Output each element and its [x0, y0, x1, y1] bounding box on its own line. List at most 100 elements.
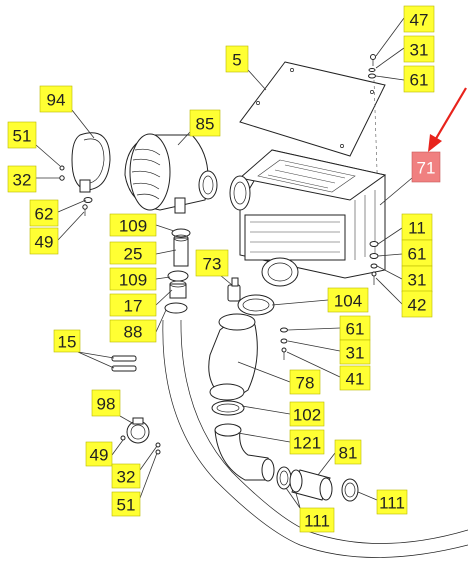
callout-51: 51 — [111, 491, 141, 517]
sensor-part — [227, 277, 241, 302]
callout-label: 62 — [35, 205, 54, 224]
callout-104: 104 — [327, 287, 369, 313]
callout-label: 109 — [119, 217, 147, 236]
lower-elbow-hose-part — [214, 423, 275, 482]
callout-88: 88 — [109, 319, 157, 343]
callout-label: 25 — [124, 245, 143, 264]
callout-61: 61 — [401, 239, 433, 267]
callout-label: 17 — [124, 297, 143, 316]
callout-81: 81 — [334, 439, 362, 465]
callout-label: 31 — [410, 41, 429, 60]
callout-73: 73 — [195, 249, 229, 277]
callout-box — [401, 265, 433, 293]
callout-box — [29, 199, 59, 227]
callout-label: 61 — [408, 245, 427, 264]
tube-stack-part — [164, 228, 191, 314]
callout-label: 49 — [35, 233, 54, 252]
callout-label: 61 — [410, 71, 429, 90]
callout-box — [289, 429, 325, 455]
callout-label: 15 — [58, 333, 77, 352]
callout-box — [403, 5, 435, 33]
highlight-arrow — [428, 87, 467, 152]
callout-31: 31 — [401, 265, 433, 293]
clamp-102-part — [211, 400, 245, 416]
callout-box — [376, 489, 408, 515]
callout-box — [225, 45, 249, 73]
callout-102: 102 — [289, 401, 325, 427]
callout-71-highlighted: 71 — [411, 151, 441, 183]
callout-label: 102 — [293, 406, 321, 425]
long-hose-part — [162, 319, 468, 558]
callout-78: 78 — [289, 369, 321, 395]
callout-label: 61 — [346, 320, 365, 339]
callout-box — [339, 339, 371, 365]
pins-part — [111, 355, 137, 372]
callout-label: 111 — [379, 494, 405, 513]
elbow-duct-part — [208, 313, 258, 401]
housing-outlet-port — [261, 257, 299, 287]
callout-5: 5 — [225, 45, 249, 73]
callout-121: 121 — [289, 429, 325, 455]
callout-label: 88 — [124, 323, 143, 342]
callout-box — [39, 85, 73, 113]
callout-41: 41 — [339, 365, 371, 391]
callout-box — [109, 319, 157, 343]
callout-61: 61 — [403, 65, 435, 93]
callout-box — [339, 315, 371, 341]
callout-42: 42 — [401, 290, 433, 318]
callout-box — [109, 293, 157, 317]
callout-label: 94 — [47, 91, 66, 110]
callout-box — [327, 287, 369, 313]
callout-box — [403, 65, 435, 93]
callout-box — [109, 213, 157, 237]
callout-box — [109, 241, 157, 265]
callout-box — [289, 369, 321, 395]
callout-label: 47 — [410, 11, 429, 30]
callout-box — [195, 249, 229, 277]
callout-label: 51 — [117, 496, 136, 515]
callout-32: 32 — [7, 165, 37, 193]
callout-label: 49 — [90, 446, 109, 465]
leader-lines — [35, 17, 413, 509]
callout-15: 15 — [53, 329, 81, 353]
callout-label: 85 — [196, 115, 215, 134]
cover-plate-part — [239, 61, 386, 157]
callout-61: 61 — [339, 315, 371, 341]
callout-box — [334, 439, 362, 465]
callout-box — [289, 401, 325, 427]
clamp-98-part — [120, 417, 161, 455]
callout-109: 109 — [109, 267, 157, 291]
callout-labels: 4731561948571513262491092510917887311613… — [7, 5, 441, 533]
callout-box — [401, 239, 433, 267]
callout-label: 5 — [232, 51, 241, 70]
callout-box — [111, 491, 141, 517]
callout-49: 49 — [29, 227, 59, 255]
callout-box — [401, 290, 433, 318]
air-filter-cartridge-part — [124, 133, 218, 214]
callout-label: 42 — [408, 296, 427, 315]
callout-51: 51 — [7, 121, 37, 149]
sleeve-assembly-part — [276, 466, 359, 502]
callout-label: 78 — [296, 374, 315, 393]
callout-box — [339, 365, 371, 391]
callout-25: 25 — [109, 241, 157, 265]
callout-box — [411, 151, 441, 183]
callout-17: 17 — [109, 293, 157, 317]
callout-label: 32 — [117, 468, 136, 487]
filter-housing-part — [229, 149, 387, 279]
callout-box — [7, 121, 37, 149]
callout-box — [53, 329, 81, 353]
callout-label: 73 — [203, 255, 222, 274]
callout-49: 49 — [85, 441, 113, 467]
callout-47: 47 — [403, 5, 435, 33]
callout-label: 98 — [97, 395, 116, 414]
callout-label: 121 — [293, 434, 321, 453]
callout-label: 11 — [408, 219, 426, 238]
callout-98: 98 — [91, 389, 121, 417]
clamp-band-part — [71, 132, 111, 193]
callout-box — [111, 463, 141, 489]
callout-111: 111 — [376, 489, 408, 515]
callout-box — [91, 389, 121, 417]
callout-label: 32 — [13, 171, 32, 190]
